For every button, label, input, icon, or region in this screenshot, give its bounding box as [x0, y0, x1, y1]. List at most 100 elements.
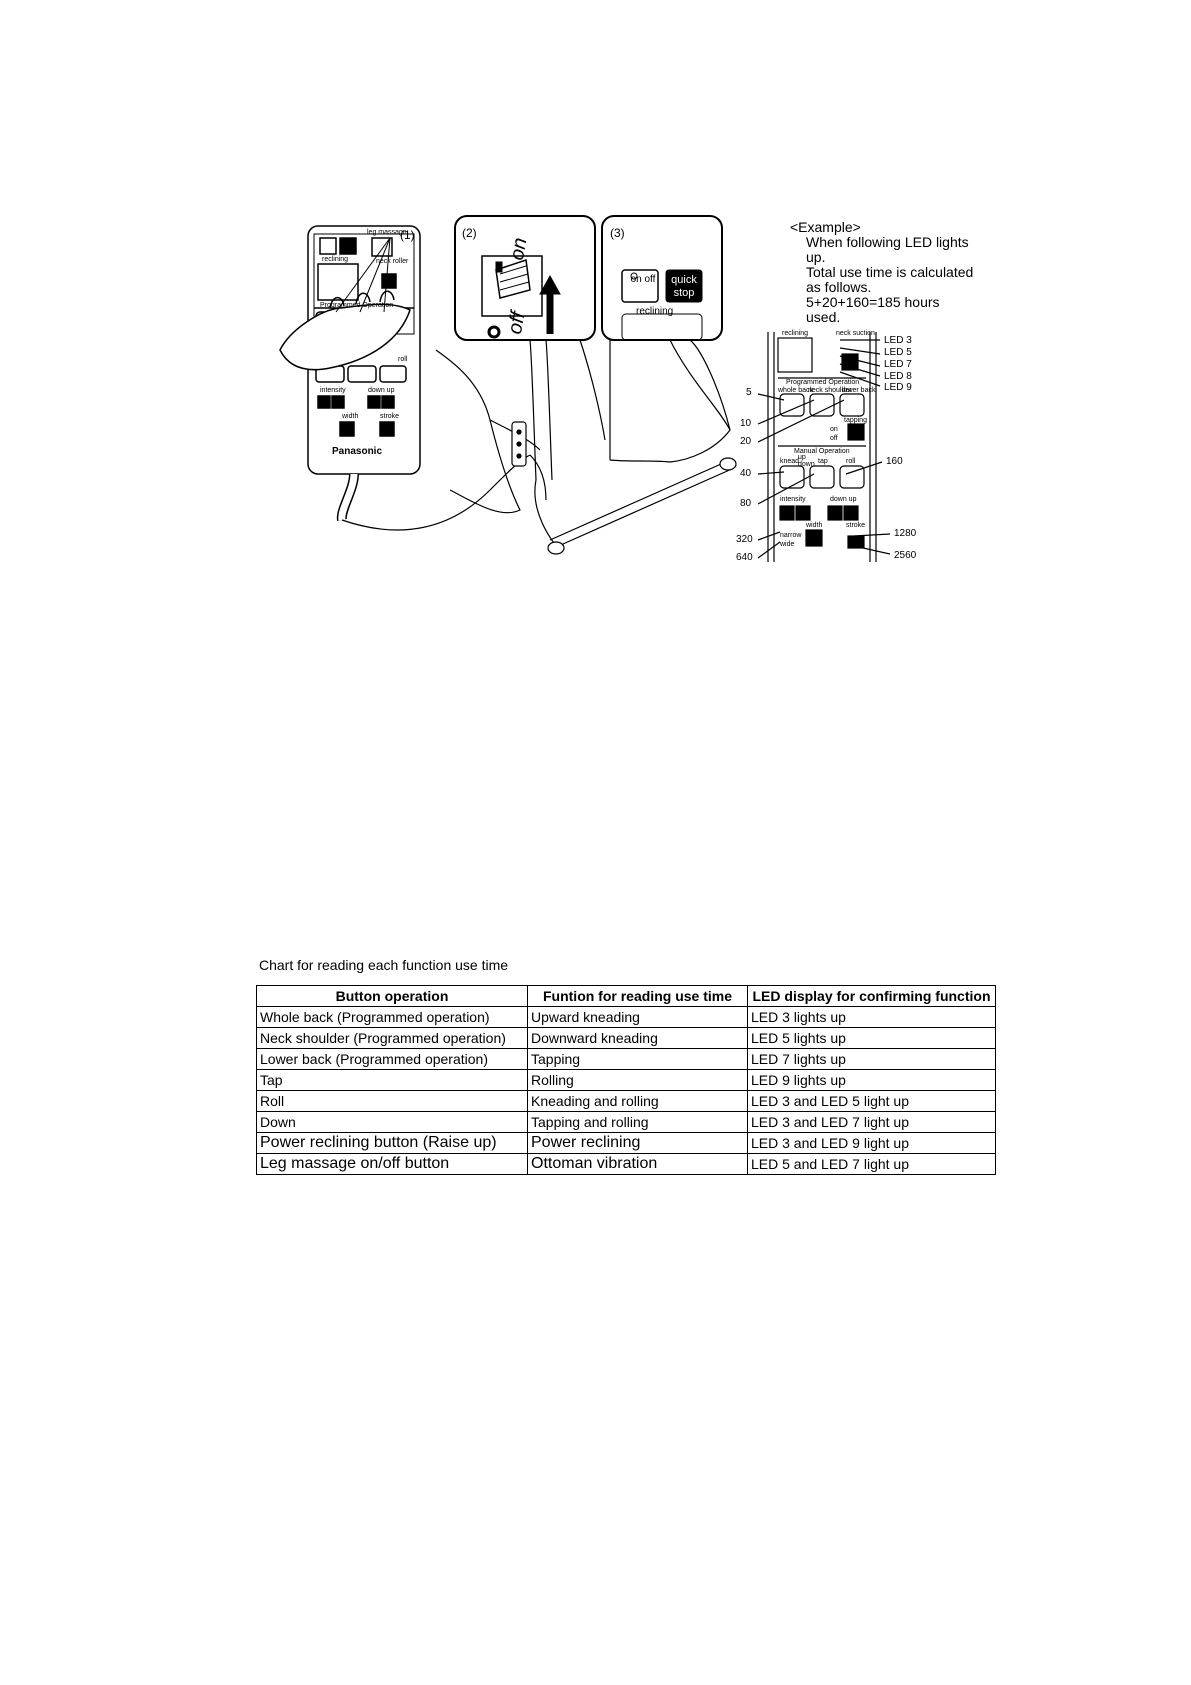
cell-led-display: LED 3 and LED 7 light up — [747, 1111, 996, 1133]
example-line-6: used. — [806, 309, 841, 325]
cell-button-operation: Tap — [256, 1069, 528, 1091]
cell-button-operation: Neck shoulder (Programmed operation) — [256, 1027, 528, 1049]
cell-led-display: LED 3 and LED 5 light up — [747, 1090, 996, 1112]
switch-off-label: off — [504, 310, 530, 336]
cell-button-operation: Whole back (Programmed operation) — [256, 1006, 528, 1028]
remote-leg-massage-label: leg massage — [367, 229, 407, 236]
value-20: 20 — [740, 436, 752, 447]
detail-on: on — [830, 426, 838, 433]
chair-drawing — [435, 339, 737, 555]
table-row: Roll Kneading and rolling LED 3 and LED … — [256, 1090, 996, 1112]
led-8-label: LED 8 — [884, 371, 912, 382]
callout-3: (3) — [610, 226, 625, 240]
header-function: Funtion for reading use time — [527, 985, 748, 1007]
detail-neck-shoulder: neck shoulder — [808, 387, 852, 394]
remote-stroke-label: stroke — [380, 413, 400, 420]
callout-1: (1) — [400, 228, 415, 242]
panel-three — [601, 215, 723, 341]
panel3-stop: stop — [673, 287, 695, 299]
value-2560: 2560 — [894, 550, 917, 561]
example-line-5: 5+20+160=185 hours — [806, 294, 940, 310]
detail-neck-suction: neck suction — [836, 330, 875, 337]
cell-button-operation: Leg massage on/off button — [256, 1153, 528, 1175]
remote-intensity-label: intensity — [320, 387, 346, 394]
value-320: 320 — [736, 534, 753, 545]
detail-lower-back: lower back — [842, 387, 876, 394]
header-button-operation: Button operation — [256, 985, 528, 1007]
example-head: <Example> — [790, 219, 861, 235]
detail-down: down — [798, 461, 815, 468]
cell-function: Tapping — [527, 1048, 748, 1070]
detail-intensity: intensity — [780, 496, 806, 503]
table-row: Whole back (Programmed operation) Upward… — [256, 1006, 996, 1028]
panel3-reclining: reclining — [636, 306, 674, 317]
table-row: Tap Rolling LED 9 lights up — [256, 1069, 996, 1091]
detail-panel — [757, 332, 891, 562]
detail-tapping: tapping — [844, 417, 867, 424]
table-row: Power reclining button (Raise up) Power … — [256, 1132, 996, 1154]
illustration: (1) (2) (3) leg massage neck roller recl… — [250, 190, 1010, 660]
remote-roll-label: roll — [398, 356, 408, 363]
example-line-1: When following LED lights — [806, 234, 969, 250]
cell-button-operation: Power reclining button (Raise up) — [256, 1132, 528, 1154]
remote-neck-roller-label: neck roller — [376, 258, 409, 265]
detail-stroke: stroke — [846, 522, 866, 529]
cell-led-display: LED 9 lights up — [747, 1069, 996, 1091]
example-line-3: Total use time is calculated — [806, 264, 974, 280]
led-5-label: LED 5 — [884, 347, 912, 358]
remote-width-label: width — [342, 413, 359, 420]
detail-reclining: reclining — [782, 330, 809, 337]
value-40: 40 — [740, 468, 752, 479]
led-3-label: LED 3 — [884, 335, 912, 346]
detail-roll: roll — [846, 458, 856, 465]
use-time-table: Button operation Funtion for reading use… — [256, 985, 996, 1175]
cell-function: Tapping and rolling — [527, 1111, 748, 1133]
cell-led-display: LED 5 and LED 7 light up — [747, 1153, 996, 1175]
remote-controller — [279, 225, 421, 521]
example-text: <Example> When following LED lights up. … — [790, 220, 1010, 325]
switch-panel — [454, 215, 596, 341]
detail-width: width — [806, 522, 823, 529]
table-row: Down Tapping and rolling LED 3 and LED 7… — [256, 1111, 996, 1133]
cell-led-display: LED 3 and LED 9 light up — [747, 1132, 996, 1154]
illustration-drawing — [279, 215, 891, 562]
value-1280: 1280 — [894, 528, 917, 539]
detail-off: off — [830, 435, 838, 442]
led-7-label: LED 7 — [884, 359, 912, 370]
cell-button-operation: Down — [256, 1111, 528, 1133]
detail-programmed: Programmed Operation — [786, 379, 860, 386]
detail-wide: wide — [780, 541, 795, 548]
chart-caption: Chart for reading each function use time — [259, 957, 509, 973]
example-line-4: as follows. — [806, 279, 872, 295]
value-160: 160 — [886, 456, 903, 467]
remote-brand: Panasonic — [332, 446, 383, 457]
panel3-on-off: on off — [630, 274, 656, 285]
cell-function: Kneading and rolling — [527, 1090, 748, 1112]
cell-led-display: LED 7 lights up — [747, 1048, 996, 1070]
cell-function: Rolling — [527, 1069, 748, 1091]
value-640: 640 — [736, 552, 753, 563]
header-led-display: LED display for confirming function — [747, 985, 996, 1007]
table-row: Lower back (Programmed operation) Tappin… — [256, 1048, 996, 1070]
table-row: Leg massage on/off button Ottoman vibrat… — [256, 1153, 996, 1175]
cell-function: Downward kneading — [527, 1027, 748, 1049]
detail-manual: Manual Operation — [794, 448, 850, 455]
value-5: 5 — [746, 387, 752, 398]
cell-button-operation: Roll — [256, 1090, 528, 1112]
detail-down-up: down up — [830, 496, 857, 503]
detail-tap: tap — [818, 458, 828, 465]
example-line-2: up. — [806, 249, 826, 265]
table-header-row: Button operation Funtion for reading use… — [256, 985, 996, 1007]
cell-function: Ottoman vibration — [527, 1153, 748, 1175]
callout-2: (2) — [462, 226, 477, 240]
cell-button-operation: Lower back (Programmed operation) — [256, 1048, 528, 1070]
led-9-label: LED 9 — [884, 382, 912, 393]
value-10: 10 — [740, 418, 752, 429]
detail-narrow: narrow — [780, 532, 802, 539]
switch-on-label: on — [506, 236, 532, 262]
cell-function: Upward kneading — [527, 1006, 748, 1028]
remote-reclining-label: reclining — [322, 256, 349, 263]
remote-programmed-label: Programmed Operation — [320, 302, 394, 309]
cell-led-display: LED 5 lights up — [747, 1027, 996, 1049]
detail-knead: knead — [780, 458, 800, 465]
